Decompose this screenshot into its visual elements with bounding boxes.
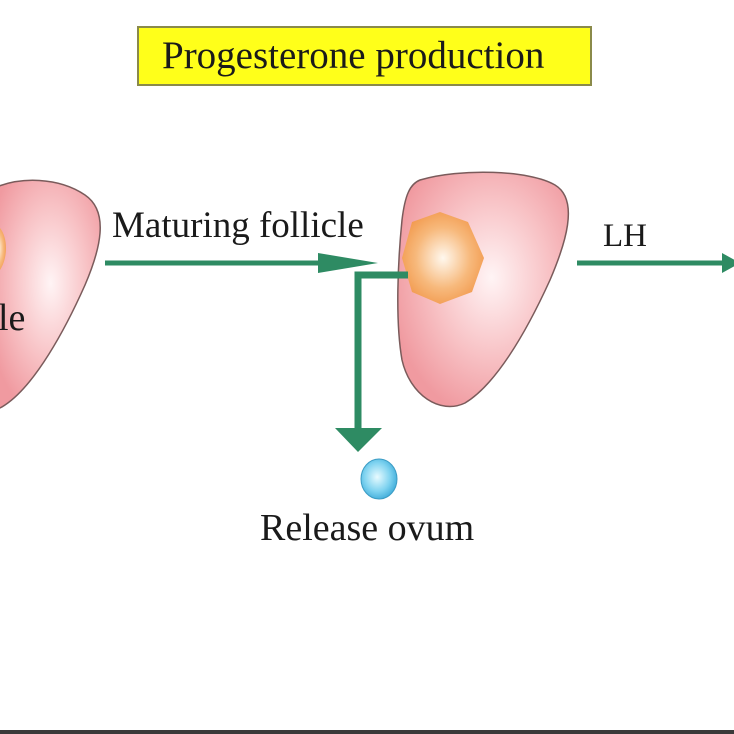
- label-left-partial: le: [0, 297, 26, 339]
- label-release-ovum: Release ovum: [260, 507, 475, 549]
- left-follicle: [0, 179, 101, 409]
- arrow-maturing-head: [318, 253, 378, 273]
- left-oocyte-partial: [0, 228, 6, 270]
- label-lh: LH: [603, 218, 647, 254]
- label-maturing-follicle: Maturing follicle: [112, 205, 364, 246]
- bottom-border: [0, 730, 734, 734]
- title: Progesterone production: [162, 34, 545, 77]
- title-box: [137, 26, 592, 86]
- middle-oocyte: [402, 212, 484, 304]
- arrow-release-line: [354, 271, 408, 432]
- ovum: [360, 458, 398, 500]
- arrow-release-head: [335, 428, 382, 452]
- arrow-lh-head: [722, 253, 734, 273]
